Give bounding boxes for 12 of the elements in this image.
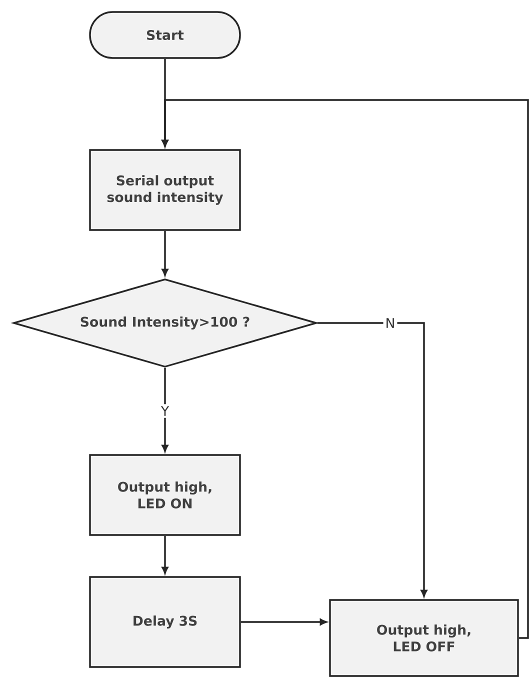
process-box: Output high, LED ON <box>89 454 241 536</box>
process-box: Serial output sound intensity <box>89 149 241 231</box>
arrow <box>162 368 168 452</box>
arrow <box>240 618 327 626</box>
edge-label: N <box>386 318 394 328</box>
arrow <box>317 322 428 597</box>
process-box: Output high, LED OFF <box>329 599 519 677</box>
arrow <box>162 230 168 276</box>
arrow <box>162 536 168 574</box>
edge-label: Y <box>160 406 170 416</box>
arrow <box>162 99 529 639</box>
process-box: Delay 3S <box>89 576 241 668</box>
